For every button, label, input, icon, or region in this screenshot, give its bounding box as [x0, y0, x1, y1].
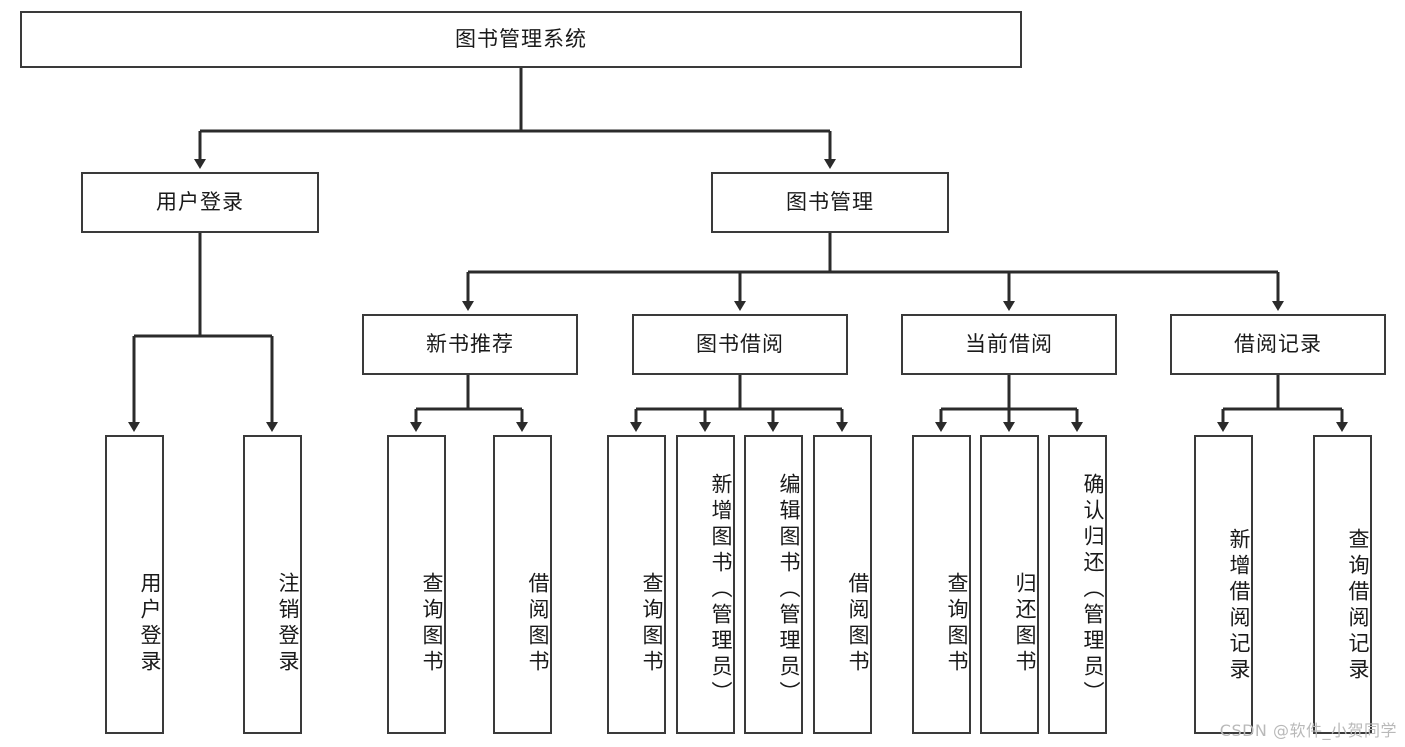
node-leaf-query-book-3[interactable]: 查询图书: [912, 435, 971, 734]
node-leaf-return-book[interactable]: 归还图书: [980, 435, 1039, 734]
node-leaf-borrow-book-2[interactable]: 借阅图书: [813, 435, 872, 734]
node-leaf-query-book-2[interactable]: 查询图书: [607, 435, 666, 734]
node-user-login[interactable]: 用户登录: [81, 172, 319, 233]
node-leaf-add-book[interactable]: 新增图书（管理员）: [676, 435, 735, 734]
node-leaf-confirm-return[interactable]: 确认归还（管理员）: [1048, 435, 1107, 734]
node-leaf-user-login[interactable]: 用户登录: [105, 435, 164, 734]
node-leaf-add-record[interactable]: 新增借阅记录: [1194, 435, 1253, 734]
node-root[interactable]: 图书管理系统: [20, 11, 1022, 68]
node-current-borrow[interactable]: 当前借阅: [901, 314, 1117, 375]
node-borrow-record[interactable]: 借阅记录: [1170, 314, 1386, 375]
node-book-borrow[interactable]: 图书借阅: [632, 314, 848, 375]
node-book-manage[interactable]: 图书管理: [711, 172, 949, 233]
node-leaf-logout-login[interactable]: 注销登录: [243, 435, 302, 734]
watermark-text: CSDN @软件_小贺同学: [1219, 721, 1397, 740]
node-leaf-query-record[interactable]: 查询借阅记录: [1313, 435, 1372, 734]
node-leaf-query-book-1[interactable]: 查询图书: [387, 435, 446, 734]
node-leaf-edit-book[interactable]: 编辑图书（管理员）: [744, 435, 803, 734]
node-new-book-recommend[interactable]: 新书推荐: [362, 314, 578, 375]
node-leaf-borrow-book-1[interactable]: 借阅图书: [493, 435, 552, 734]
